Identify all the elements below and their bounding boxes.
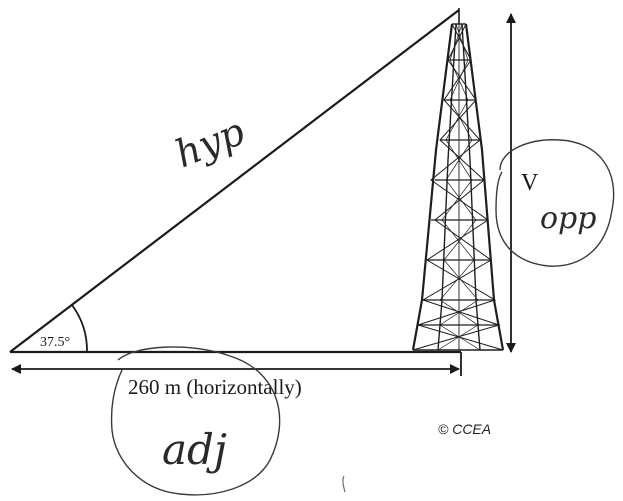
hyp-annotation: hyp — [169, 109, 251, 176]
opp-annotation: opp — [540, 201, 596, 236]
lattice-tower — [411, 8, 505, 351]
angle-label: 37.5° — [40, 335, 70, 350]
adj-annotation: adj — [162, 425, 227, 474]
stray-pencil-mark — [342, 475, 346, 493]
copyright-label: © CCEA — [438, 421, 491, 437]
vertical-label: V — [521, 170, 539, 196]
angle-arc — [71, 304, 88, 353]
hypotenuse-line — [9, 9, 460, 353]
adj-circle — [110, 346, 281, 496]
distance-label: 260 m (horizontally) — [128, 375, 302, 399]
opp-circle — [495, 139, 615, 267]
